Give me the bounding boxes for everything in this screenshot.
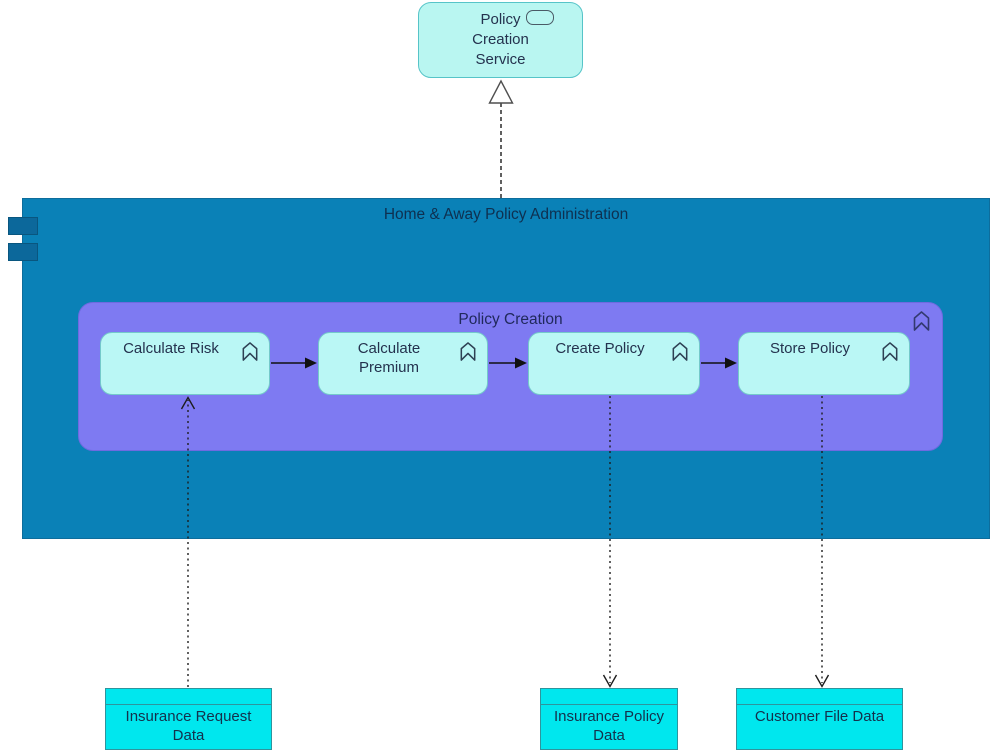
- application-service-icon: [526, 10, 554, 25]
- node-create-policy[interactable]: Create Policy: [528, 332, 700, 395]
- function-label: Create Policy: [555, 340, 645, 357]
- node-store-policy[interactable]: Store Policy: [738, 332, 910, 395]
- component-icon-nub-bottom: [8, 243, 38, 261]
- function-label: Calculate Risk: [123, 340, 219, 357]
- function-chevron-icon: [672, 342, 688, 361]
- node-policy-creation-service[interactable]: Policy Creation Service: [418, 2, 583, 78]
- function-chevron-icon: [882, 342, 898, 361]
- node-insurance-request-data[interactable]: Insurance Request Data: [105, 688, 272, 750]
- node-insurance-policy-data[interactable]: Insurance Policy Data: [540, 688, 678, 750]
- function-chevron-icon: [913, 311, 930, 331]
- data-object-label: Insurance Policy Data: [553, 708, 665, 744]
- function-chevron-icon: [242, 342, 258, 361]
- component-icon-nub-top: [8, 217, 38, 235]
- node-customer-file-data[interactable]: Customer File Data: [736, 688, 903, 750]
- function-label: Calculate Premium: [357, 340, 421, 376]
- node-calculate-premium[interactable]: Calculate Premium: [318, 332, 488, 395]
- service-label: Policy Creation Service: [472, 10, 529, 69]
- function-label: Store Policy: [769, 340, 851, 357]
- node-calculate-risk[interactable]: Calculate Risk: [100, 332, 270, 395]
- data-object-header-band: [541, 689, 677, 705]
- data-object-label: Insurance Request Data: [125, 708, 252, 744]
- component-title: Home & Away Policy Administration: [383, 206, 629, 223]
- data-object-label: Customer File Data: [754, 708, 885, 725]
- data-object-header-band: [737, 689, 902, 705]
- function-chevron-icon: [460, 342, 476, 361]
- process-title: Policy Creation: [458, 311, 563, 328]
- realization-connector: [488, 79, 514, 198]
- data-object-header-band: [106, 689, 271, 705]
